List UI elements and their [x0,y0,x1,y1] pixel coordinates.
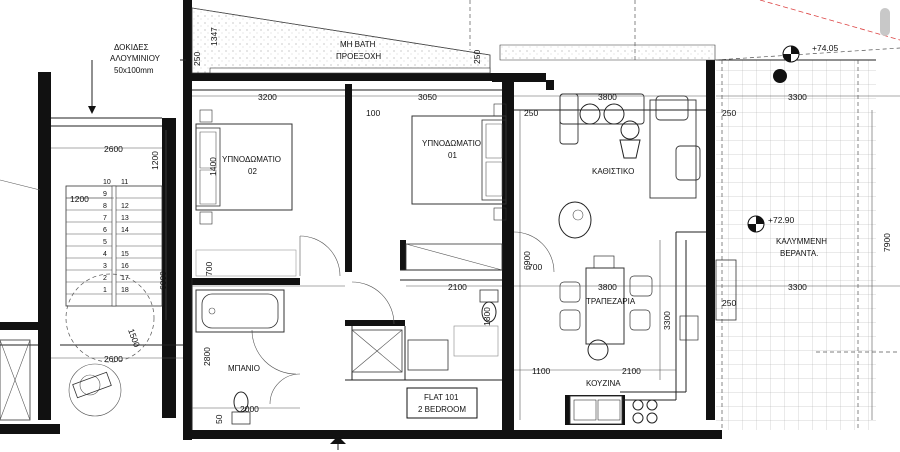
dimension: 6900 [522,251,532,270]
living-room-label: ΚΑΘΙΣΤΙΚΟ [592,167,634,176]
level-veranda: +72.90 [768,215,795,225]
bathtub [195,289,285,333]
kitchen-counter [569,315,699,425]
dimension: 2800 [202,347,212,366]
bedroom-01-label-line2: 01 [448,151,457,160]
dimension: 1200 [70,194,89,204]
beams-label-line3: 50x100mm [114,66,154,75]
dimension: 100 [366,108,380,118]
armchair [558,201,592,239]
step-number: 7 [103,215,107,222]
kitchen-label: ΚΟΥΖΙΝΑ [586,379,621,388]
bedroom-02-label-line1: ΥΠΝΟΔΩΜΑΤΙΟ [222,155,281,164]
level-markers [747,45,800,233]
sofa-set [559,93,701,199]
covered-veranda [714,0,900,430]
dimension: 3300 [662,311,672,330]
dimension: 3050 [418,92,437,102]
wheelchair-icon [72,371,112,399]
dimension: 1200 [150,151,160,170]
leader-arrows [88,59,346,450]
dimension: 3300 [788,282,807,292]
dimension: 700 [204,262,214,276]
step-number: 16 [121,263,129,270]
wc-second [351,289,499,373]
step-number: 18 [121,287,129,294]
dimension: 2600 [104,144,123,154]
flat-label-box [406,387,478,419]
dimension: 6000 [158,271,168,290]
dimension: 3800 [598,92,617,102]
dimension: 1100 [532,366,551,376]
dimension: 250 [722,108,736,118]
step-number: 2 [103,275,107,282]
step-number: 10 [103,179,111,186]
dimension: 50 [214,414,224,424]
step-number: 5 [103,239,107,246]
dimension: 3300 [788,92,807,102]
flat-label-line2: 2 BEDROOM [418,405,466,414]
step-number: 15 [121,251,129,258]
step-number: 6 [103,227,107,234]
no-access-label-line2: ΠΡΟΕΞΟΧΗ [336,52,381,61]
dimension: 3800 [598,282,617,292]
dimension-labels: 1347 250 250 3200 3050 100 250 3800 3300… [70,27,892,424]
door-swings [251,231,555,405]
dimension: 2100 [622,366,641,376]
dimension: 1400 [208,157,218,176]
beams-label-line1: ΔΟΚΙΔΕΣ [114,43,149,52]
dimension: 1800 [482,307,492,326]
dining-set [559,255,653,361]
step-number: 12 [121,203,129,210]
bed-bedroom-02 [195,109,293,225]
roof-projection [191,7,716,74]
step-number: 3 [103,263,107,270]
stair-step-numbers: 10 9 8 7 6 5 4 3 2 1 11 12 13 14 15 16 1… [103,179,129,294]
wardrobes [195,243,503,277]
dimension: 250 [524,108,538,118]
dimension: 2000 [240,404,259,414]
dimension: 700 [528,262,542,272]
veranda-label-line2: ΒΕΡΑΝΤΑ. [780,249,818,258]
step-number: 14 [121,227,129,234]
scrollbar-thumb[interactable] [880,8,890,36]
step-number: 4 [103,251,107,258]
dimension: 2100 [448,282,467,292]
elevator [0,339,31,421]
bedroom-02-label-line2: 02 [248,167,257,176]
dimension: 2600 [104,354,123,364]
step-number: 13 [121,215,129,222]
bedroom-01-label-line1: ΥΠΝΟΔΩΜΑΤΙΟ [422,139,481,148]
beams-label-line2: ΑΛΟΥΜΙΝΙΟΥ [110,54,161,63]
dimension: 7900 [882,233,892,252]
toilet [231,391,251,425]
step-number: 1 [103,287,107,294]
flat-label-line1: FLAT 101 [424,393,459,402]
dimension: 250 [472,50,482,64]
step-number: 9 [103,191,107,198]
dimension-lines [51,95,900,420]
bed-bedroom-01 [411,103,507,221]
step-number: 8 [103,203,107,210]
no-access-label-line1: ΜΗ ΒΑΤΗ [340,40,376,49]
level-top: +74.05 [812,43,839,53]
step-number: 17 [121,275,129,282]
dimension: 1347 [209,27,219,46]
staircase [65,185,163,417]
step-number: 11 [121,179,128,186]
dimension: 250 [192,52,202,66]
bathroom-label: ΜΠΑΝΙΟ [228,364,260,373]
gridlines [0,0,636,191]
dimension: 3200 [258,92,277,102]
dining-room-label: ΤΡΑΠΕΖΑΡΙΑ [586,297,636,306]
dimension: 250 [722,298,736,308]
room-labels: ΔΟΚΙΔΕΣ ΑΛΟΥΜΙΝΙΟΥ 50x100mm ΜΗ ΒΑΤΗ ΠΡΟΕ… [110,40,839,414]
veranda-label-line1: ΚΑΛΥΜΜΕΝΗ [776,237,827,246]
